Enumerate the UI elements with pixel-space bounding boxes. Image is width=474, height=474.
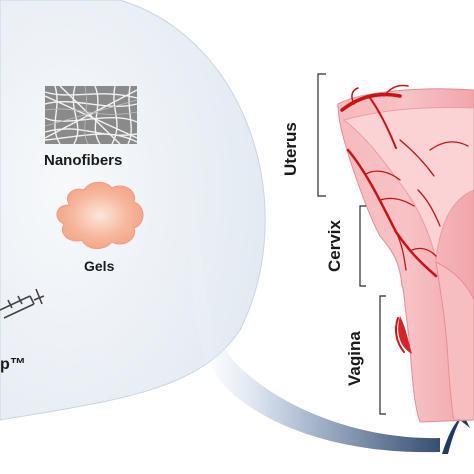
uterus-label: Uterus (281, 122, 300, 176)
gels-label: Gels (84, 258, 115, 274)
nanofibers-image (44, 85, 138, 145)
region-brackets (317, 73, 386, 415)
vaginal-fold (398, 316, 412, 354)
syringe-icon (0, 288, 45, 319)
delivery-arrow-head (442, 414, 470, 454)
tract-cavity (342, 107, 474, 261)
nanofibers-label: Nanofibers (44, 152, 123, 169)
cervix-label: Cervix (325, 220, 344, 272)
cervix-bracket (359, 205, 366, 287)
delivery-arrow (180, 150, 440, 453)
vagina-bracket (379, 295, 386, 415)
reproductive-tract-illustration (337, 84, 474, 423)
blood-vessels (340, 84, 469, 353)
uterus-bracket (317, 73, 326, 197)
gels-image (56, 181, 144, 249)
tract-inner-canal (435, 261, 474, 421)
partial-product-label: p™ (0, 356, 26, 373)
vagina-label: Vagina (345, 331, 364, 386)
